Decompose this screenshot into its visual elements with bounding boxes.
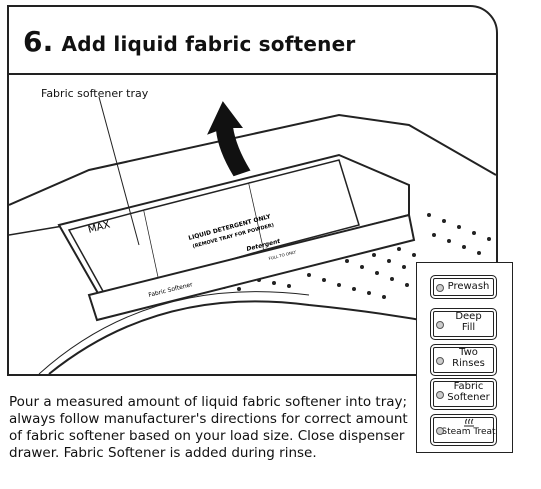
dispenser-illustration: MAX LIQUID DETERGENT ONLY (REMOVE TRAY F… (9, 96, 496, 374)
up-arrow-icon (207, 101, 251, 177)
title-divider (9, 73, 496, 75)
steam-icon (463, 418, 474, 427)
prewash-button[interactable]: Prewash (430, 275, 497, 299)
led-indicator (436, 321, 444, 329)
instruction-card: 6. Add liquid fabric softener MAX LIQUID … (7, 5, 498, 376)
description-text: Pour a measured amount of liquid fabric … (9, 394, 408, 461)
step-title-text: Add liquid fabric softener (61, 32, 356, 56)
callout-label: Fabric softener tray (41, 87, 149, 100)
led-indicator (436, 427, 444, 435)
step-title: 6. Add liquid fabric softener (23, 25, 355, 58)
led-indicator (436, 391, 444, 399)
steam-treat-button[interactable]: Steam Treat (430, 414, 497, 446)
led-indicator (436, 357, 444, 365)
step-number: 6. (23, 25, 54, 58)
led-indicator (436, 284, 444, 292)
full-to-label: FULL TO ONLY (268, 249, 297, 261)
